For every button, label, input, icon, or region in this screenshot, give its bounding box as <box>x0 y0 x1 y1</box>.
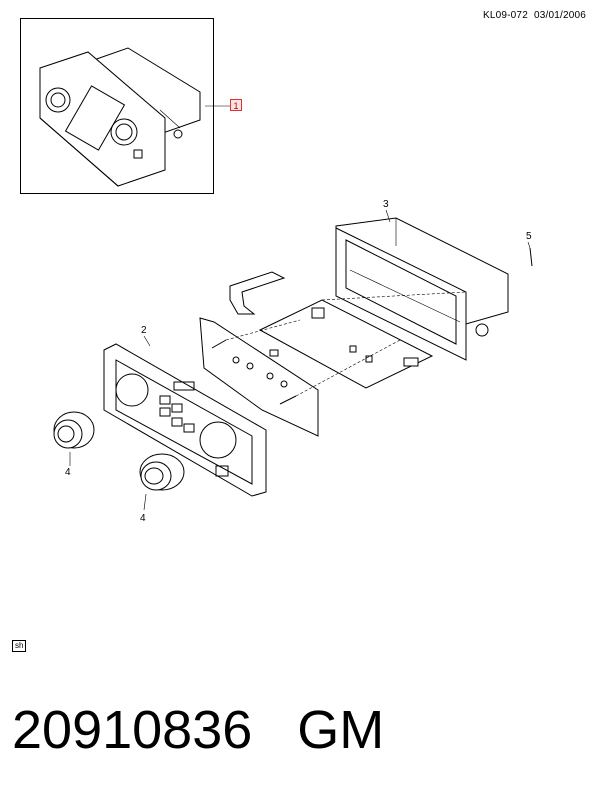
callout-4-right: 4 <box>140 513 146 524</box>
circuit-board-rear-drawing <box>258 291 467 389</box>
callout-3: 3 <box>383 199 389 210</box>
callout-5: 5 <box>526 231 532 242</box>
assembled-unit-drawing <box>39 47 230 187</box>
callout-4-left: 4 <box>65 467 71 478</box>
knob-right-drawing <box>139 453 185 511</box>
header-text: KL09-072 03/01/2006 <box>483 10 586 21</box>
ribbon-cable-drawing <box>229 271 286 315</box>
part-number: 20910836 <box>12 700 253 760</box>
housing-drawing <box>335 209 509 361</box>
part-footer: 20910836 GM <box>12 698 384 762</box>
callout-2: 2 <box>141 325 147 336</box>
sh-tag: sh <box>12 640 27 652</box>
diagram-date: 03/01/2006 <box>533 10 586 21</box>
knob-left-drawing <box>53 411 95 466</box>
diagram-code: KL09-072 <box>482 10 528 21</box>
circuit-board-front-drawing <box>199 317 401 437</box>
callout-1: 1 <box>230 99 242 111</box>
bezel-drawing <box>103 335 267 497</box>
part-brand: GM <box>297 700 385 760</box>
screw-drawing <box>527 241 533 267</box>
